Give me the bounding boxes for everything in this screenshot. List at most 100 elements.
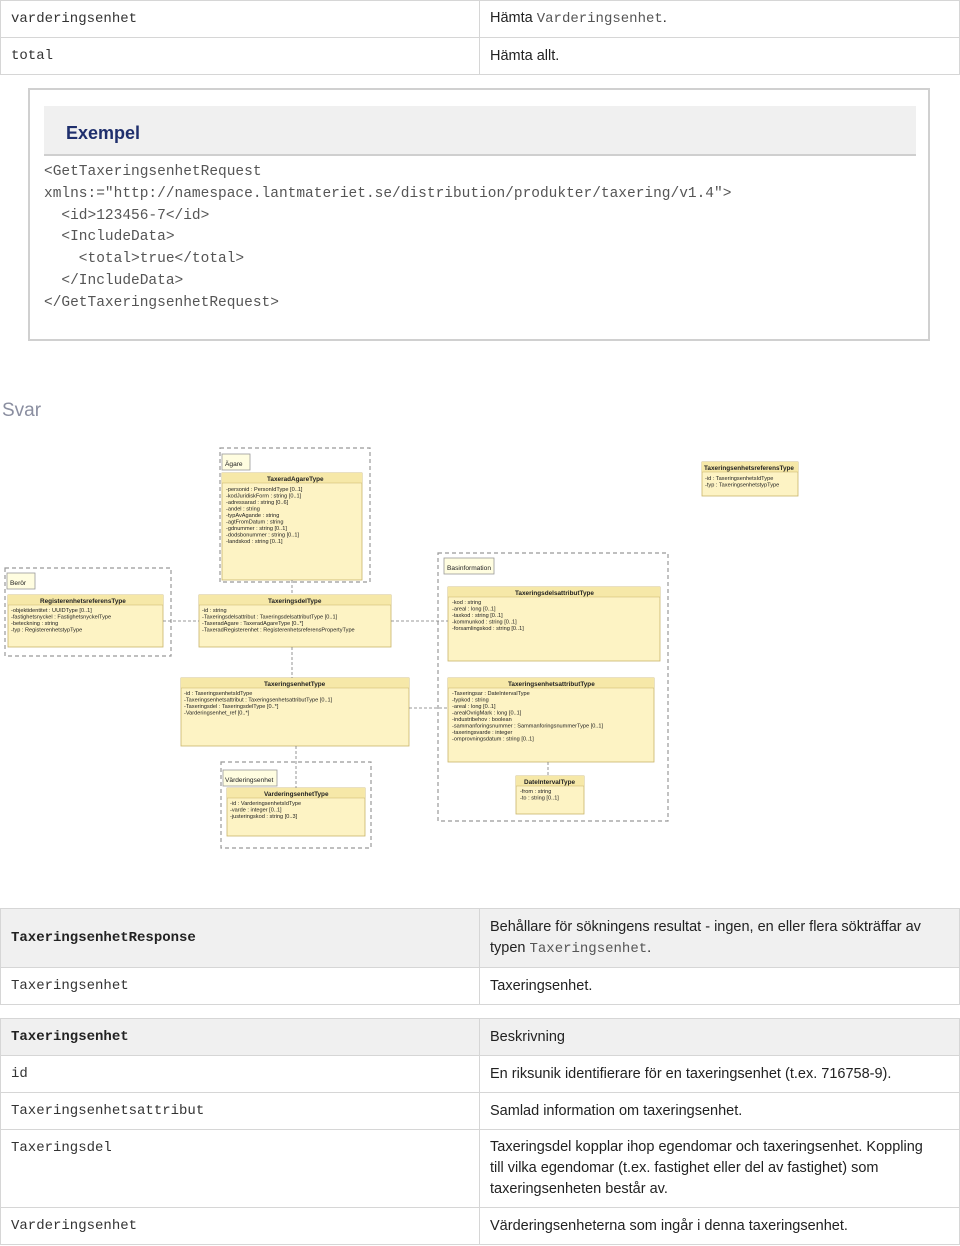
code-line: <IncludeData> [44, 229, 175, 246]
class-attribute: -taxeringsvarde : integer [452, 730, 512, 736]
class-attribute: -kommunkod : string [0..1] [452, 620, 517, 626]
param-description: En riksunik identifierare för en taxerin… [479, 1055, 960, 1093]
class-attribute: -id : VarderingsenhetsIdType [230, 801, 301, 807]
code-line: <total>true</total> [44, 251, 245, 268]
example-code: <GetTaxeringsenhetRequest xmlns:="http://… [44, 162, 731, 315]
class-name: TaxeringsenhetsreferensType [704, 465, 794, 472]
code-line: </IncludeData> [44, 272, 184, 289]
class-attribute: -gdnummer : string [0..1] [226, 526, 287, 532]
uml-class-taxenhetsattr [447, 677, 655, 763]
attribute-table: Taxeringsenhet Beskrivning id En riksuni… [0, 1018, 960, 1245]
param-description: Hämta allt. [479, 37, 960, 75]
code-line: <id>123456-7</id> [44, 207, 210, 224]
class-attribute: -id : string [202, 608, 227, 614]
class-attribute: -andel : string [226, 507, 260, 513]
table-row: Taxeringsenhetsattribut Samlad informati… [0, 1092, 960, 1130]
param-name: varderingsenhet [0, 0, 480, 38]
table-row: Taxeringsdel Taxeringsdel kopplar ihop e… [0, 1129, 960, 1208]
param-name: Taxeringsdel [0, 1129, 480, 1208]
param-name: Taxeringsenhetsattribut [0, 1092, 480, 1130]
table-row: Taxeringsenhet Beskrivning [0, 1018, 960, 1056]
class-attribute: -areal : long [0..1] [452, 607, 496, 613]
code-line: <GetTaxeringsenhetRequest [44, 164, 262, 180]
param-name: Varderingsenhet [0, 1207, 480, 1245]
package-label: Basinformation [447, 565, 491, 572]
uml-class-taxenhet [180, 677, 410, 747]
code-line: xmlns:="http://namespace.lantmateriet.se… [44, 185, 732, 202]
table-row: Varderingsenhet Värderingsenheterna som … [0, 1207, 960, 1245]
class-name: TaxeringsdelType [268, 598, 322, 605]
package-label: Värderingsenhet [225, 777, 274, 784]
class-attribute: -objektidentitet : UUIDType [0..1] [11, 608, 92, 614]
class-name: RegisterenhetsreferensType [40, 598, 126, 605]
class-attribute: -TaxeradRegisterenhet : Registerenhetsre… [202, 628, 355, 634]
class-attribute: -taxkod : string [0..1] [452, 613, 503, 619]
table-row: total Hämta allt. [0, 37, 960, 75]
class-attribute: -from : string [520, 789, 551, 795]
class-attribute: -kodJuridiskForm : string [0..1] [226, 494, 302, 500]
class-name: TaxeringsenhetsattributType [508, 681, 595, 688]
param-name: Taxeringsenhet [0, 967, 480, 1005]
param-name: Taxeringsenhet [0, 1018, 480, 1056]
example-box: Exempel <GetTaxeringsenhetRequest xmlns:=… [28, 88, 930, 341]
class-name: DateIntervalType [524, 779, 575, 786]
class-attribute: -typAvAgande : string [226, 513, 279, 519]
table-row: TaxeringsenhetResponse Behållare för sök… [0, 908, 960, 968]
class-attribute: -Taxeringsenhetsattribut : Taxeringsenhe… [184, 698, 333, 704]
param-description: Taxeringsdel kopplar ihop egendomar och … [479, 1129, 960, 1208]
uml-class-diagram: .pkg { fill: none; stroke: #999; stroke-… [4, 447, 799, 849]
code-line: </GetTaxeringsenhetRequest> [44, 294, 279, 311]
class-name: TaxeringsenhetType [264, 681, 326, 688]
class-attribute: -typ : TaxeringsenhetstypType [705, 483, 779, 489]
class-name: TaxeringsdelsattributType [515, 590, 594, 597]
param-description: Beskrivning [479, 1018, 960, 1056]
class-attribute: -id : TaxeringsenhetsIdType [184, 691, 252, 697]
package-agare [219, 447, 371, 583]
class-attribute: -beteckning : string [11, 621, 58, 627]
class-attribute: -agtFromDatum : string [226, 520, 284, 526]
param-description: Behållare för sökningens resultat - inge… [479, 908, 960, 968]
package-basinformation [437, 552, 669, 822]
class-attribute: -areal : long [0..1] [452, 704, 496, 710]
class-attribute: -adressarad : string [0..6] [226, 500, 289, 506]
section-heading-svar: Svar [2, 400, 42, 421]
package-label: Ägare [225, 460, 243, 468]
example-title: Exempel [44, 106, 916, 156]
class-attribute: -forsamlingskod : string [0..1] [452, 626, 524, 632]
param-name: total [0, 37, 480, 75]
class-attribute: -id : TaxeringsenhetsIdType [705, 476, 773, 482]
class-attribute: -dodsbonummer : string [0..1] [226, 533, 300, 539]
param-name: TaxeringsenhetResponse [0, 908, 480, 968]
class-attribute: -typ : RegisterenhetstypType [11, 628, 82, 634]
class-name: VarderingsenhetType [264, 791, 329, 798]
table-row: Taxeringsenhet Taxeringsenhet. [0, 967, 960, 1005]
table-row: varderingsenhet Hämta Varderingsenhet. [0, 0, 960, 38]
class-attribute: -landskod : string [0..1] [226, 539, 283, 545]
param-description: Samlad information om taxeringsenhet. [479, 1092, 960, 1130]
class-attribute: -fastighetsnyckel : FastighetsnyckelType [11, 615, 111, 621]
class-attribute: -industribehov : boolean [452, 717, 512, 723]
class-attribute: -kod : string [452, 600, 481, 606]
table-row: id En riksunik identifierare för en taxe… [0, 1055, 960, 1093]
class-attribute: -personid : PersonIdType [0..1] [226, 487, 303, 493]
class-attribute: -to : string [0..1] [520, 796, 559, 802]
package-beror [4, 567, 172, 657]
package-label: Berör [10, 580, 27, 587]
class-name: TaxeradAgareType [267, 476, 324, 483]
class-attribute: -Taxeringsdel : TaxeringsdelType [0..*] [184, 704, 279, 710]
param-description: Taxeringsenhet. [479, 967, 960, 1005]
class-attribute: -Taxeringsar : DateIntervalType [452, 691, 530, 697]
param-name: id [0, 1055, 480, 1093]
class-attribute: -varde : integer [0..1] [230, 808, 282, 814]
class-attribute: -typkod : string [452, 698, 489, 704]
class-attribute: -TaxeradAgare : TaxeradAgareType [0..*] [202, 621, 304, 627]
class-attribute: -Taxeringsdelsattribut : Taxeringsdelsat… [202, 615, 338, 621]
param-description: Hämta Varderingsenhet. [479, 0, 960, 38]
class-attribute: -Varderingsenhet_ref [0..*] [184, 711, 250, 717]
class-attribute: -omprovningsdatum : string [0..1] [452, 737, 534, 743]
request-parameter-table: varderingsenhet Hämta Varderingsenhet. t… [0, 0, 960, 75]
response-table: TaxeringsenhetResponse Behållare för sök… [0, 908, 960, 1005]
class-attribute: -sammanforingsnummer : Sammanforingsnumm… [452, 724, 604, 730]
class-attribute: -justeringskod : string [0..3] [230, 814, 298, 820]
uml-class-taxeradagare [221, 472, 363, 581]
